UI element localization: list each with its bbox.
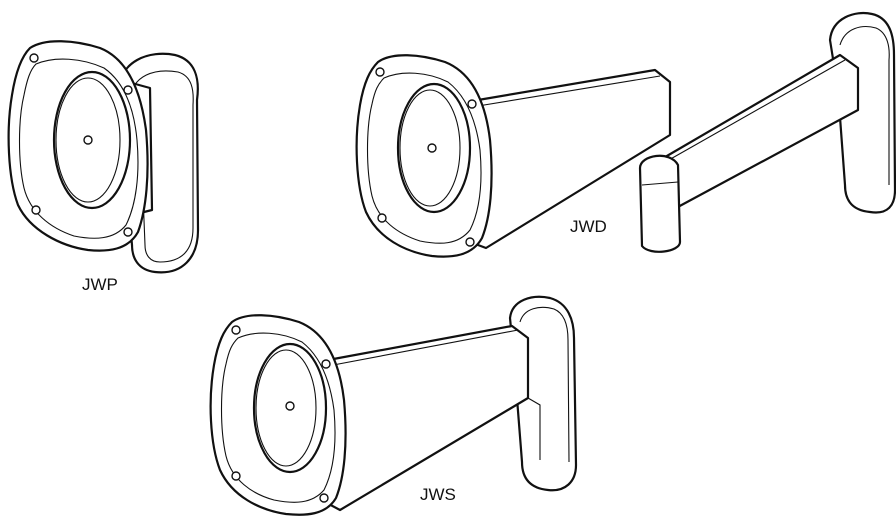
jws-label: JWS xyxy=(420,485,456,504)
jwp-label: JWP xyxy=(82,275,118,294)
jwd-mount-drawing: JWD xyxy=(355,11,896,258)
jwd-label: JWD xyxy=(570,217,607,236)
jws-mount-drawing: JWS xyxy=(209,295,578,516)
jwp-mount-drawing: JWP xyxy=(7,40,200,294)
